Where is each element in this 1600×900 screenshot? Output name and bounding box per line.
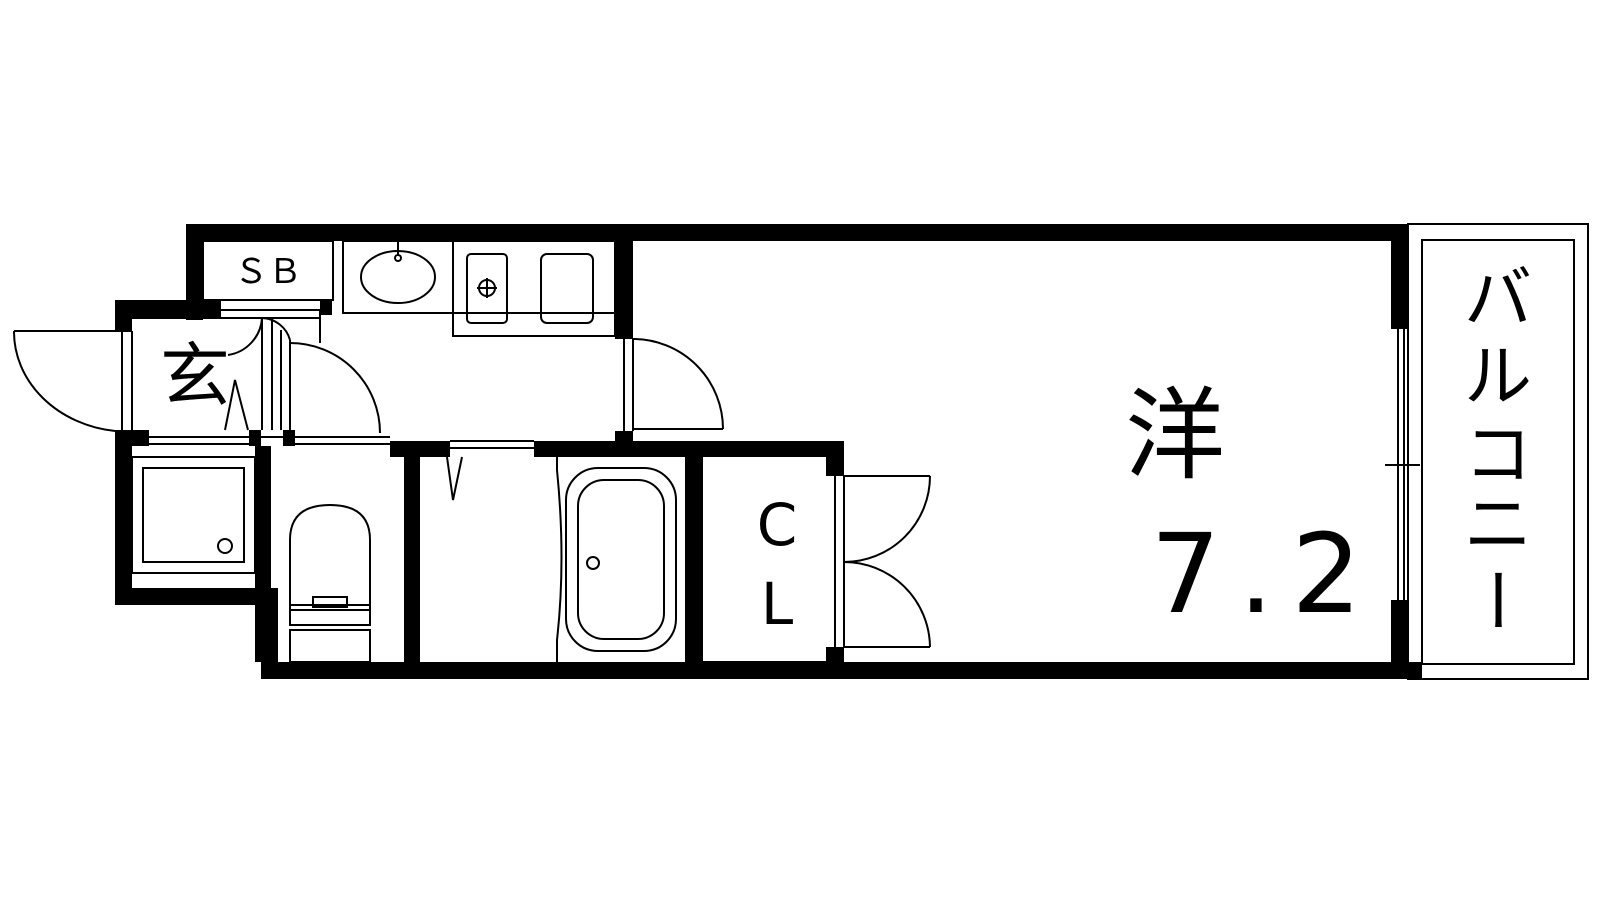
entrance-label: 玄: [160, 335, 230, 417]
closet-label-l: L: [761, 570, 793, 638]
balcony-char-3: コ: [1464, 416, 1532, 495]
shoe-box-label: ＳＢ: [234, 252, 302, 292]
balcony-char-2: ル: [1464, 338, 1532, 417]
balcony-char-5: ー: [1455, 566, 1534, 634]
balcony-char-4: ニ: [1464, 486, 1532, 565]
closet-label-c: C: [757, 491, 798, 559]
balcony-char-1: バ: [1464, 260, 1532, 339]
western-room-label: 洋: [1125, 377, 1225, 494]
western-room-size: 7.2: [1151, 510, 1380, 638]
walls: [115, 224, 1422, 679]
labels: ＳＢ 玄 洋 7.2 C L バ ル コ ニ ー: [160, 252, 1534, 638]
fixtures: [12, 223, 1589, 680]
